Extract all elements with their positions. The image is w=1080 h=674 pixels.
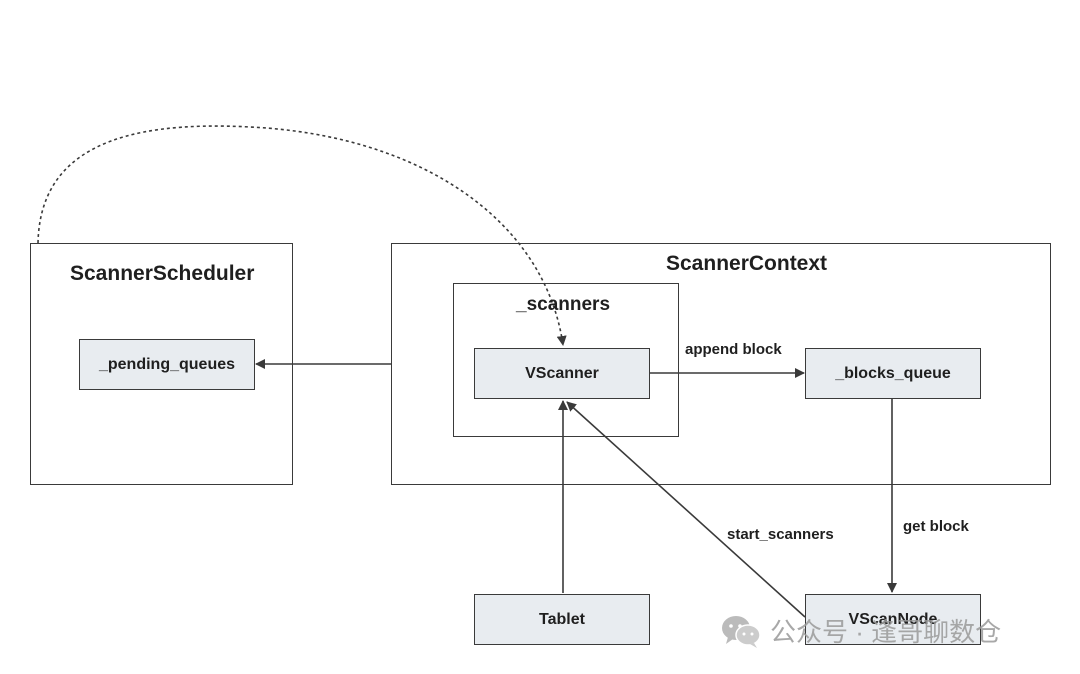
dotted-edge-scheduler-to-vscanner: [37, 125, 567, 346]
get-block-label: get block: [903, 518, 969, 535]
blocks-queue-node: _blocks_queue: [805, 348, 981, 399]
pending-queues-node: _pending_queues: [79, 339, 255, 390]
vscanner-node: VScanner: [474, 348, 650, 399]
edge-start-scanners: [566, 401, 806, 618]
scanners-container: [453, 283, 679, 437]
scanner-context-container: [391, 243, 1051, 485]
scanner-scheduler-container: [30, 243, 293, 485]
scanner-scheduler-title: ScannerScheduler: [70, 262, 255, 285]
vscannode-node: VScanNode: [805, 594, 981, 645]
scanner-context-title: ScannerContext: [666, 252, 828, 275]
scanners-title: _scanners: [516, 294, 611, 315]
watermark-text: 公众号 · 逢哥聊数仓: [770, 617, 1002, 647]
wechat-icon: [722, 615, 761, 648]
tablet-node: Tablet: [474, 594, 650, 645]
watermark: 公众号 · 逢哥聊数仓: [720, 612, 1001, 649]
start-scanners-label: start_scanners: [727, 526, 834, 543]
append-block-label: append block: [685, 341, 782, 358]
